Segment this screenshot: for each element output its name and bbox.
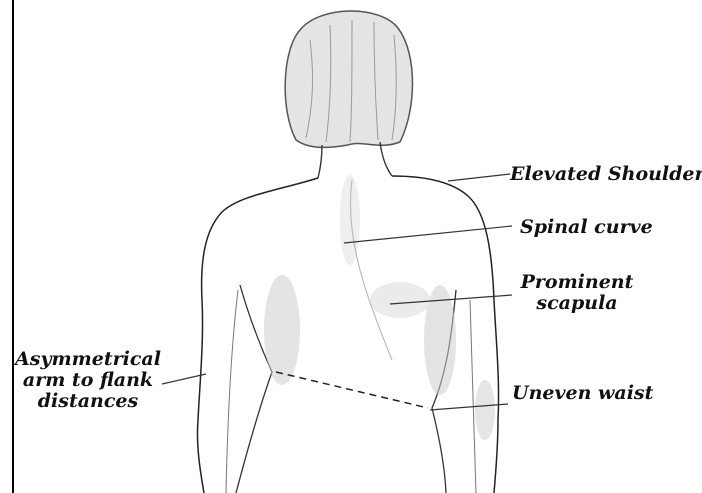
label-elevated-shoulder: Elevated Shoulder <box>510 164 702 185</box>
label-asymmetrical-line2: arm to flank <box>2 370 174 391</box>
label-asymmetrical-line3: distances <box>2 391 174 412</box>
label-prominent-scapula: Prominent scapula <box>512 272 642 314</box>
label-prominent-line1: Prominent <box>512 272 642 293</box>
label-asymmetrical-distances: Asymmetrical arm to flank distances <box>2 349 174 412</box>
body-shading <box>264 175 495 440</box>
label-uneven-waist: Uneven waist <box>512 383 653 404</box>
label-scapula-line2: scapula <box>512 293 642 314</box>
label-asymmetrical-line1: Asymmetrical <box>2 349 174 370</box>
pointer-uneven-waist <box>430 404 508 410</box>
waist-dashed-line <box>276 372 428 408</box>
hair-drawing <box>285 11 412 147</box>
label-spinal-curve: Spinal curve <box>520 217 653 238</box>
pointer-elevated-shoulder <box>448 174 510 181</box>
